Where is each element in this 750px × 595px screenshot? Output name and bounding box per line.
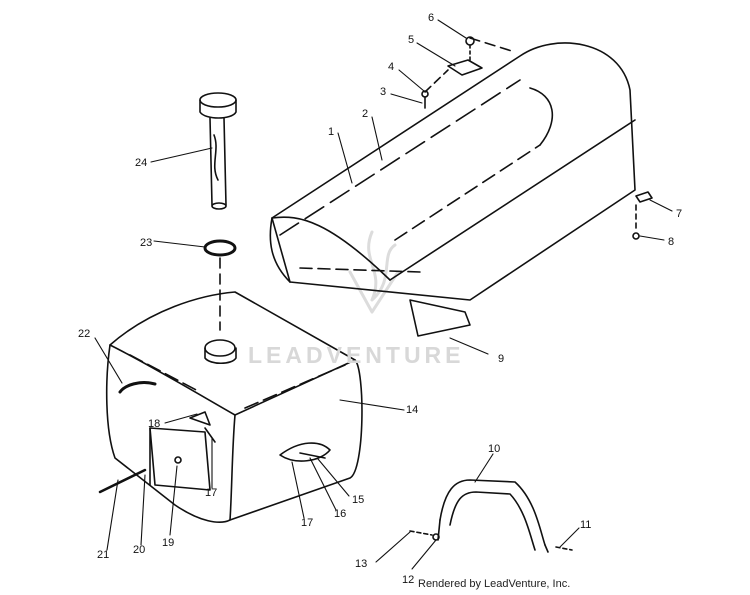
callout-21: 21 xyxy=(97,549,109,561)
watermark-logo-icon xyxy=(348,230,400,314)
callout-19: 19 xyxy=(162,537,174,549)
callout-17a: 17 xyxy=(205,487,217,499)
callout-22: 22 xyxy=(78,328,90,340)
callout-numbers: 1 2 3 4 5 6 7 8 9 10 11 12 13 14 15 16 1… xyxy=(78,12,682,586)
callout-2: 2 xyxy=(362,108,368,120)
callout-3: 3 xyxy=(380,86,386,98)
callout-24: 24 xyxy=(135,157,147,169)
callout-5: 5 xyxy=(408,34,414,46)
seat xyxy=(269,42,636,337)
callout-6: 6 xyxy=(428,12,434,24)
fuel-cap-gauge xyxy=(199,92,237,210)
callout-9: 9 xyxy=(498,353,504,365)
footer-credit: Rendered by LeadVenture, Inc. xyxy=(418,578,571,590)
callout-8: 8 xyxy=(668,236,674,248)
callout-16: 16 xyxy=(334,508,346,520)
fuel-tank xyxy=(98,291,363,523)
callout-7: 7 xyxy=(676,208,682,220)
callout-14: 14 xyxy=(406,404,418,416)
callout-12: 12 xyxy=(402,574,414,586)
callout-15: 15 xyxy=(352,494,364,506)
callout-11: 11 xyxy=(580,519,591,531)
callout-17b: 17 xyxy=(301,517,313,529)
watermark-brand: LEADVENTURE xyxy=(248,342,465,368)
rack-bar xyxy=(409,479,573,553)
callout-4: 4 xyxy=(388,61,394,73)
seat-bracket xyxy=(421,36,653,240)
callout-1: 1 xyxy=(328,126,334,138)
callout-10: 10 xyxy=(488,443,500,455)
gasket-ring xyxy=(203,239,237,257)
callout-23: 23 xyxy=(140,237,152,249)
callout-20: 20 xyxy=(133,544,145,556)
callout-18: 18 xyxy=(148,418,160,430)
callout-leaders xyxy=(94,19,673,570)
callout-13: 13 xyxy=(355,558,367,570)
